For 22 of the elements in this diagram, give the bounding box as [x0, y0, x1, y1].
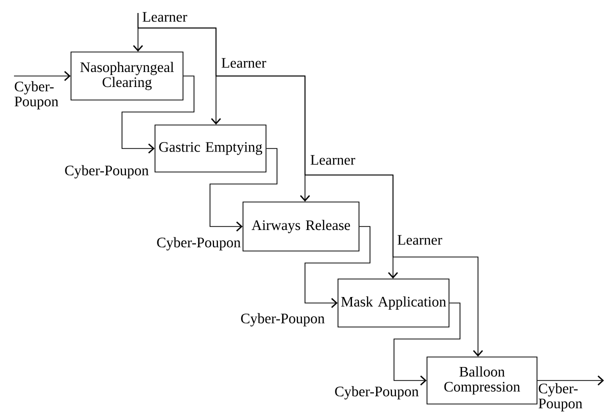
- edge-label: Cyber-Poupon: [157, 237, 241, 250]
- edge-label: Cyber-Poupon: [335, 386, 419, 400]
- edge-label: Learner: [310, 155, 356, 165]
- edge-label: Learner: [222, 58, 266, 68]
- arrow: [138, 12, 483, 357]
- edge-label: Cyber- Poupon: [14, 81, 58, 110]
- process-box: Airways Release: [242, 202, 360, 252]
- arrow: [210, 148, 278, 232]
- arrow: [537, 376, 604, 386]
- process-box: Nasopharyngeal Clearing: [70, 52, 184, 100]
- arrow: [14, 71, 71, 81]
- process-box: Gastric Emptying: [154, 124, 266, 172]
- edge-label: Cyber-Poupon: [241, 313, 325, 326]
- arrow: [394, 302, 460, 386]
- process-box: Balloon Compression: [426, 356, 538, 404]
- arrow: [304, 226, 370, 308]
- edge-label: Cyber- Poupon: [538, 383, 582, 412]
- process-box: Mask Application: [338, 278, 450, 328]
- edge-label: Learner: [398, 235, 442, 245]
- arrow: [122, 76, 194, 154]
- edge-label: Cyber-Poupon: [65, 165, 149, 178]
- input-label: Learner: [142, 12, 188, 22]
